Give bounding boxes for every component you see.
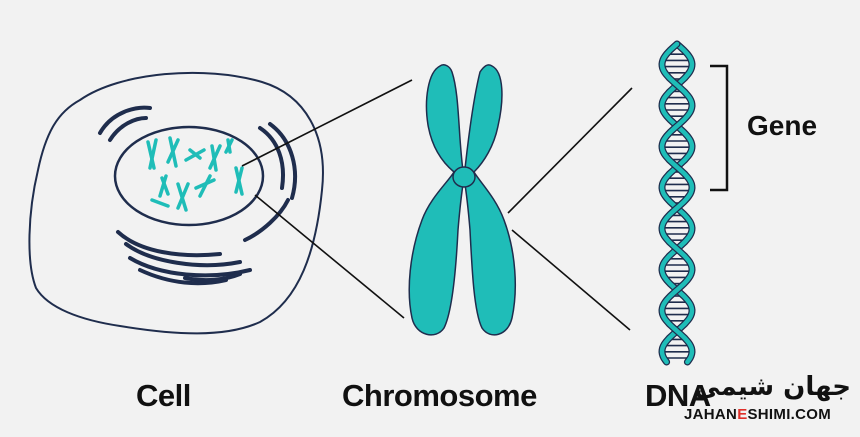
- cell-label: Cell: [136, 378, 191, 413]
- gene-bracket: [710, 64, 729, 192]
- chromosome-centromere: [452, 166, 476, 188]
- chromosome-chromatid-right: [463, 64, 517, 336]
- watermark-site-left: JAHAN: [684, 406, 738, 423]
- dna-strand-2: [659, 41, 695, 365]
- watermark-site: JAHANESHIMI.COM: [684, 406, 831, 423]
- watermark: جهان شیمی JAHANESHIMI.COM: [670, 372, 855, 432]
- watermark-site-right: SHIMI.COM: [747, 406, 832, 423]
- chromosome-illustration: [408, 64, 517, 336]
- cell-illustration: [28, 71, 324, 335]
- watermark-logo: جهان شیمی: [694, 372, 851, 402]
- dna-label: DNA: [645, 378, 711, 413]
- gene-label: Gene: [747, 110, 818, 141]
- nucleus-chromosomes: [146, 136, 244, 212]
- chromosome-label: Chromosome: [342, 378, 537, 413]
- chromosome-chromatid-left: [408, 64, 465, 336]
- endoplasmic-reticulum: [98, 105, 297, 286]
- dna-double-helix: [658, 40, 696, 366]
- watermark-site-mid: E: [737, 406, 748, 423]
- dna-strand-1: [659, 41, 695, 365]
- connector-lines: [241, 79, 633, 331]
